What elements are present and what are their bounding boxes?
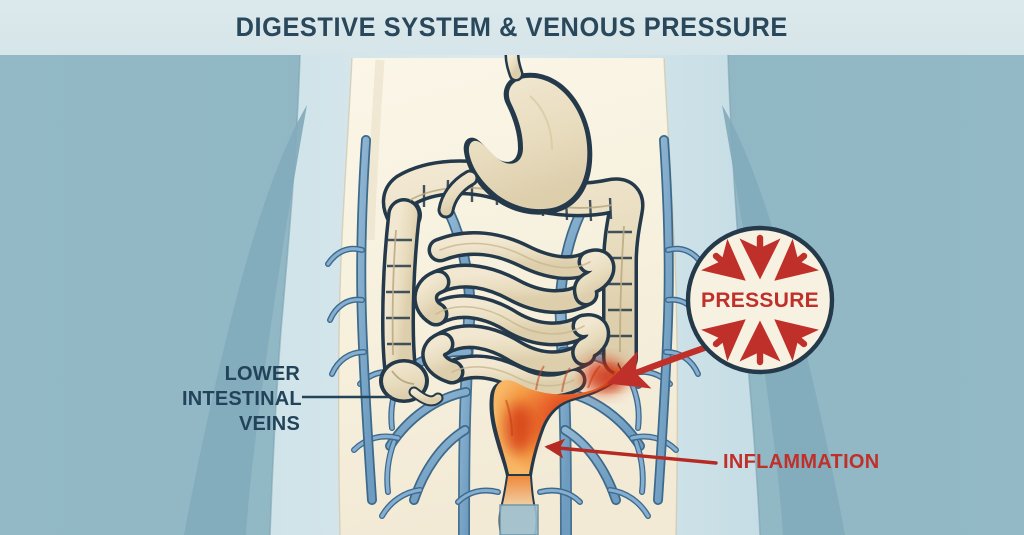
- label-lower-intestinal-veins: LOWER INTESTINAL VEINS: [182, 362, 302, 437]
- perirectal-veins: [455, 487, 583, 505]
- page-title: DIGESTIVE SYSTEM & VENOUS PRESSURE: [235, 12, 789, 42]
- label-line-2: INTESTINAL: [182, 388, 302, 410]
- inflammation-leader-arrow: [544, 438, 718, 465]
- large-intestine: [379, 159, 645, 407]
- rectum: [498, 476, 539, 535]
- label-inflammation: INFLAMMATION: [723, 451, 880, 473]
- pressure-inward-arrows: [701, 234, 819, 366]
- left-flank-vein: [325, 135, 377, 505]
- stomach: [437, 47, 593, 219]
- pressure-callout: [685, 225, 835, 375]
- label-pressure: PRESSURE: [701, 289, 819, 312]
- label-line-3: VEINS: [238, 413, 300, 435]
- header-bar: DIGESTIVE SYSTEM & VENOUS PRESSURE: [0, 0, 1024, 55]
- label-line-1: LOWER: [224, 363, 300, 385]
- small-intestine: [413, 230, 616, 399]
- appendix: [408, 386, 444, 407]
